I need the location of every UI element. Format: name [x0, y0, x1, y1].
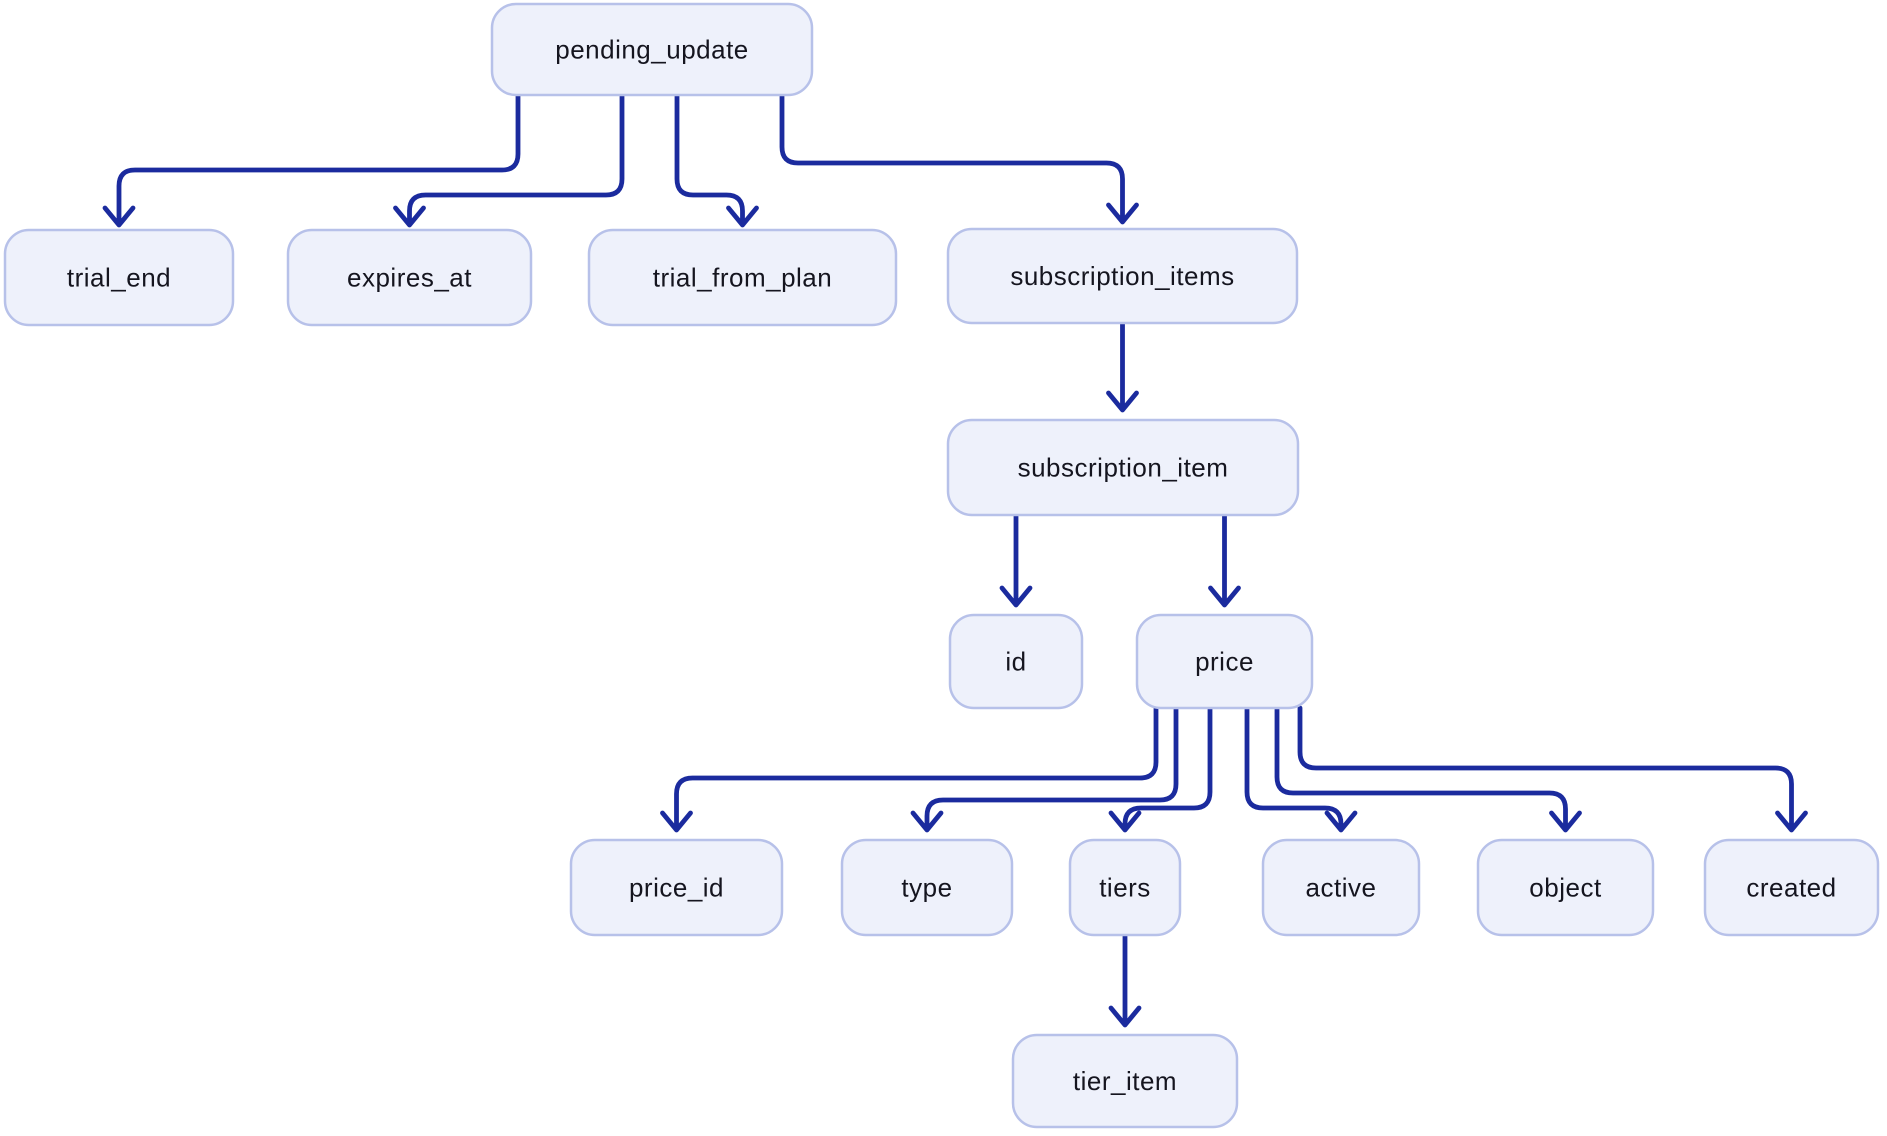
node-tiers-box	[1068, 838, 1182, 937]
edge-price-to-tiers	[1108, 705, 1213, 833]
edge-price-to-price_id	[660, 705, 1159, 833]
node-type-label: type	[901, 873, 952, 903]
node-price-label: price	[1195, 647, 1254, 677]
node-pending_update: pending_update	[490, 2, 814, 97]
edge-pending_update-to-subscription_items	[779, 92, 1139, 225]
node-subscription_item-label: subscription_item	[1018, 453, 1229, 483]
node-id-label: id	[1005, 647, 1026, 677]
node-created-box	[1703, 838, 1880, 937]
node-price: price	[1135, 613, 1314, 710]
node-created-label: created	[1746, 873, 1836, 903]
node-active-box	[1261, 838, 1421, 937]
node-subscription_items-label: subscription_items	[1010, 261, 1234, 291]
node-active: active	[1261, 838, 1421, 937]
edge-price-to-type	[910, 705, 1179, 833]
edge-pending_update-to-trial_end	[102, 92, 521, 228]
node-expires_at-label: expires_at	[347, 263, 472, 293]
node-id-box	[948, 613, 1084, 710]
node-price-box	[1135, 613, 1314, 710]
node-object-label: object	[1529, 873, 1602, 903]
node-subscription_item-box	[946, 418, 1300, 517]
edge-layer	[102, 92, 1808, 1028]
node-subscription_items-box	[946, 227, 1299, 325]
node-tier_item: tier_item	[1011, 1033, 1239, 1129]
edge-subscription_item-to-id	[999, 512, 1033, 608]
node-tiers: tiers	[1068, 838, 1182, 937]
node-active-label: active	[1306, 873, 1377, 903]
node-object: object	[1476, 838, 1655, 937]
edge-price-to-created	[1297, 705, 1808, 833]
edge-price-to-object	[1274, 705, 1582, 833]
edge-tiers-to-tier_item	[1108, 932, 1142, 1028]
node-trial_end-label: trial_end	[67, 263, 171, 293]
node-price_id-box	[569, 838, 784, 937]
node-pending_update-label: pending_update	[555, 35, 749, 65]
node-expires_at: expires_at	[286, 228, 533, 327]
node-subscription_items: subscription_items	[946, 227, 1299, 325]
node-trial_end: trial_end	[3, 228, 235, 327]
edge-pending_update-to-trial_from_plan	[674, 92, 759, 228]
edge-subscription_items-to-subscription_item	[1106, 320, 1139, 413]
edge-subscription_item-to-price	[1208, 512, 1241, 608]
node-type: type	[840, 838, 1014, 937]
node-price_id: price_id	[569, 838, 784, 937]
edge-price-to-active	[1244, 705, 1358, 833]
node-trial_end-box	[3, 228, 235, 327]
node-tier_item-box	[1011, 1033, 1239, 1129]
node-price_id-label: price_id	[629, 873, 724, 903]
node-trial_from_plan-label: trial_from_plan	[653, 263, 832, 293]
node-created: created	[1703, 838, 1880, 937]
node-tiers-label: tiers	[1099, 873, 1151, 903]
node-tier_item-label: tier_item	[1073, 1066, 1177, 1096]
node-id: id	[948, 613, 1084, 710]
edge-pending_update-to-expires_at	[393, 92, 625, 228]
node-subscription_item: subscription_item	[946, 418, 1300, 517]
node-object-box	[1476, 838, 1655, 937]
node-type-box	[840, 838, 1014, 937]
node-expires_at-box	[286, 228, 533, 327]
node-trial_from_plan-box	[587, 228, 898, 327]
node-trial_from_plan: trial_from_plan	[587, 228, 898, 327]
node-pending_update-box	[490, 2, 814, 97]
